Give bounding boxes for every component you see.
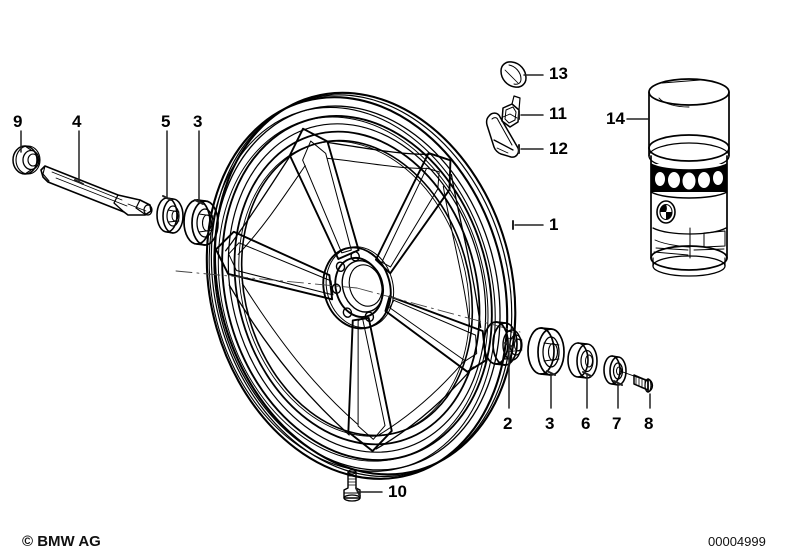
balance-weight-oval-graphic: [500, 61, 527, 88]
wheel-centreline: [175, 270, 521, 333]
callout-label-3-left[interactable]: 3: [193, 112, 203, 131]
drawing-number: 00004999: [708, 534, 766, 549]
axle-nut-cap-graphic: [12, 145, 41, 175]
callout-label-6[interactable]: 6: [581, 414, 591, 433]
callout-label-3-right[interactable]: 3: [545, 414, 555, 433]
balance-weight-clip-graphic: [501, 95, 521, 128]
ball-bearing-inner-graphic: [183, 199, 219, 246]
callout-leaders: [20, 74, 651, 497]
copyright-notice: © BMW AG: [22, 533, 101, 550]
tyre-valve-stem-graphic: [343, 469, 361, 502]
front-wheel-graphic: [205, 91, 517, 480]
callout-label-2[interactable]: 2: [503, 414, 513, 433]
front-wheel-axle-graphic: [40, 165, 153, 216]
bmw-roundel-icon: [656, 200, 676, 224]
callout-label-11[interactable]: 11: [549, 104, 567, 123]
callout-label-5[interactable]: 5: [161, 112, 171, 131]
balance-weight-long-graphic: [485, 112, 520, 158]
callout-label-1[interactable]: 1: [549, 215, 559, 234]
fillister-head-screw-graphic: [633, 374, 654, 393]
callout-label-9[interactable]: 9: [13, 112, 23, 131]
ball-bearing-left-graphic: [156, 197, 184, 234]
callout-label-14[interactable]: 14: [606, 109, 625, 128]
ball-bearing-right-graphic: [527, 327, 565, 376]
cover-cap-graphic: [603, 355, 646, 386]
bearing-spacer-collar-graphic: [483, 321, 523, 366]
callout-label-13[interactable]: 13: [549, 64, 568, 83]
spray-can-graphic: [648, 78, 730, 277]
callout-label-10[interactable]: 10: [388, 482, 407, 501]
callout-label-4[interactable]: 4: [72, 112, 82, 131]
callout-label-7[interactable]: 7: [612, 414, 622, 433]
callout-label-8[interactable]: 8: [644, 414, 654, 433]
callout-label-12[interactable]: 12: [549, 139, 568, 158]
